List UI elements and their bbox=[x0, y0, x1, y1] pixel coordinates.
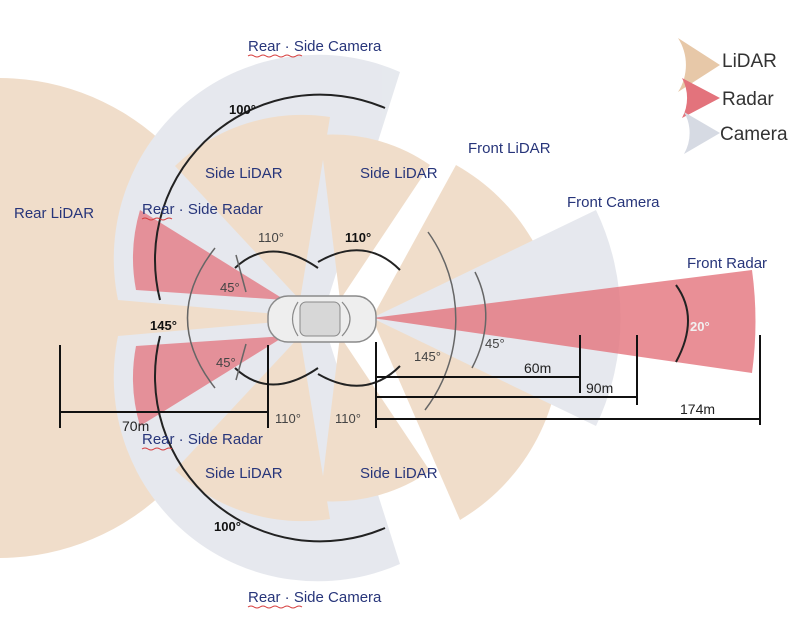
label-front-radar: Front Radar bbox=[687, 255, 767, 272]
label-side-lidar-upper-right: Side LiDAR bbox=[360, 165, 438, 182]
label-rear-lidar: Rear LiDAR bbox=[14, 205, 94, 222]
legend-lidar-swatch bbox=[678, 38, 720, 92]
label-side-lidar-upper-left: Side LiDAR bbox=[205, 165, 283, 182]
angle-front-radar: 20° bbox=[690, 319, 710, 334]
label-front-camera: Front Camera bbox=[567, 194, 660, 211]
sensor-labels: Rear · Side Camera Rear · Side Camera Fr… bbox=[14, 38, 767, 609]
legend-radar-label: Radar bbox=[722, 89, 774, 110]
label-rear-side-camera-top: Rear · Side Camera bbox=[248, 38, 382, 55]
legend-camera-label: Camera bbox=[720, 124, 788, 145]
angle-rear-radar-bottom: 45° bbox=[216, 355, 236, 370]
label-rear-side-radar-bottom: Rear · Side Radar bbox=[142, 431, 263, 448]
car-top-view bbox=[267, 295, 377, 343]
legend-camera-swatch bbox=[684, 112, 720, 154]
legend: LiDAR Radar Camera bbox=[678, 38, 788, 154]
angle-side-lidar-bottom-left: 110° bbox=[275, 411, 301, 426]
angle-arcs-grey bbox=[186, 231, 487, 411]
label-rear-side-camera-bottom: Rear · Side Camera bbox=[248, 589, 382, 606]
front-radar-coverage bbox=[372, 270, 756, 373]
label-front-lidar: Front LiDAR bbox=[468, 140, 551, 157]
angle-arcs bbox=[153, 93, 689, 543]
legend-lidar-label: LiDAR bbox=[722, 51, 777, 72]
rear-lidar-coverage bbox=[0, 78, 322, 558]
label-rear-side-radar-top: Rear · Side Radar bbox=[142, 201, 263, 218]
angle-rear-radar-top: 45° bbox=[220, 280, 240, 295]
angle-rear-lidar: 145° bbox=[150, 318, 177, 333]
dimension-lines bbox=[59, 335, 761, 428]
angle-front-camera: 45° bbox=[485, 336, 505, 351]
angle-camera-top: 100° bbox=[229, 102, 256, 117]
angle-camera-bottom: 100° bbox=[214, 519, 241, 534]
distance-rear: 70m bbox=[122, 418, 149, 434]
distance-front-lidar: 60m bbox=[524, 360, 551, 376]
angle-front-lidar: 145° bbox=[414, 349, 441, 364]
legend-radar-swatch bbox=[682, 78, 720, 118]
angle-labels: 100° 100° 110° 110° 110° 110° 45° 45° 14… bbox=[150, 102, 710, 534]
label-side-lidar-lower-left: Side LiDAR bbox=[205, 465, 283, 482]
distance-labels: 60m 90m 174m 70m bbox=[122, 360, 715, 434]
angle-side-lidar-top-left: 110° bbox=[258, 230, 284, 245]
distance-front-camera: 90m bbox=[586, 380, 613, 396]
label-side-lidar-lower-right: Side LiDAR bbox=[360, 465, 438, 482]
angle-side-lidar-top-right: 110° bbox=[345, 230, 371, 245]
side-lidar-coverage-upper-right bbox=[320, 134, 430, 300]
distance-front-radar: 174m bbox=[680, 401, 715, 417]
angle-side-lidar-bottom-right: 110° bbox=[335, 411, 361, 426]
